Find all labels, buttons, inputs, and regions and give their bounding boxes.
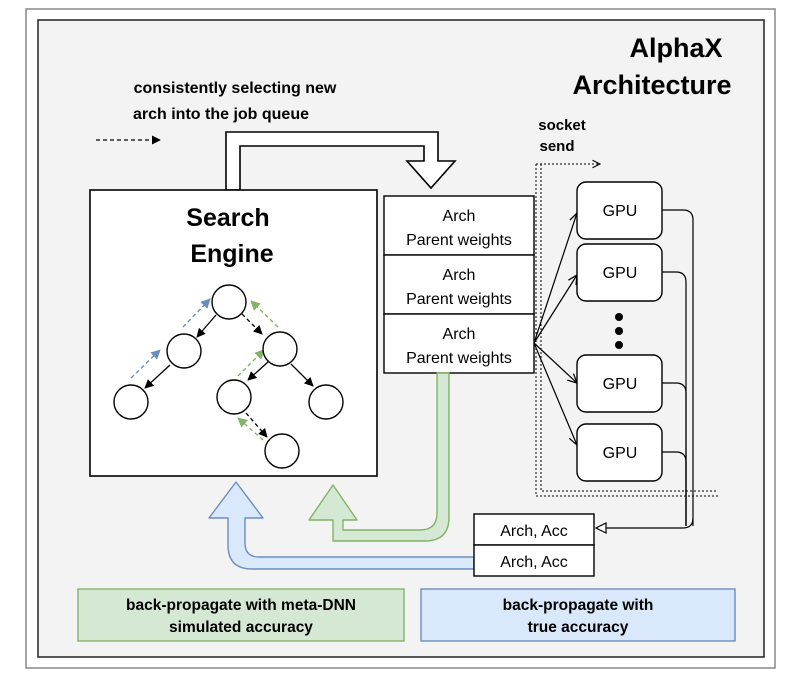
- search-engine-label-1: Search: [186, 204, 269, 232]
- job-queue-item: [383, 195, 535, 256]
- annotation-line-1: consistently selecting new: [134, 80, 337, 97]
- green-backprop-arrow: [250, 300, 279, 328]
- job-queue-arch-label: Arch: [443, 267, 476, 284]
- search-engine-label-2: Engine: [190, 240, 273, 268]
- title-line-2: Architecture: [572, 70, 731, 100]
- result-arrow: [596, 517, 694, 528]
- dispatch-arrow: [533, 342, 577, 445]
- tree-node: [264, 433, 300, 469]
- return-line: [662, 209, 694, 526]
- green-feedback-arrow: [308, 372, 450, 542]
- return-line: [662, 271, 687, 526]
- tree-edge: [144, 364, 171, 389]
- gpu-label: GPU: [603, 445, 638, 462]
- green-backprop-arrow: [237, 417, 264, 441]
- tree-node: [262, 331, 298, 367]
- legend-blue-box: [420, 588, 736, 642]
- job-queue-weights-label: Parent weights: [406, 350, 512, 367]
- job-queue-arch-label: Arch: [443, 326, 476, 343]
- ellipsis-dot: [615, 327, 623, 335]
- gpu-label: GPU: [603, 265, 638, 282]
- search-tree: [113, 284, 344, 469]
- socket-boundary: [535, 164, 718, 497]
- green-backprop-arrow: [237, 349, 265, 377]
- socket-label-2: send: [539, 138, 574, 155]
- search-engine-box: [89, 189, 378, 477]
- gpu-label: GPU: [603, 203, 638, 220]
- tree-node: [166, 333, 202, 369]
- ellipsis-dot: [615, 341, 623, 349]
- ellipsis-dot: [615, 313, 623, 321]
- result-box: [473, 544, 595, 577]
- dispatch-arrows: [533, 213, 577, 445]
- job-queue-weights-label: Parent weights: [406, 291, 512, 308]
- legend-blue-line-1: back-propagate with: [503, 597, 654, 614]
- selection-hollow-arrow: [225, 131, 457, 191]
- legend-green-line-2: simulated accuracy: [169, 619, 313, 636]
- tree-node: [113, 384, 149, 420]
- legend-green-box: [77, 588, 405, 642]
- tree-edge: [290, 363, 314, 387]
- result-label: Arch, Acc: [500, 523, 568, 540]
- return-line: [662, 451, 687, 526]
- tree-node: [308, 384, 344, 420]
- tree-node: [211, 284, 247, 320]
- title-line-1: AlphaX: [629, 33, 722, 63]
- tree-edge: [247, 361, 269, 381]
- job-queue-item: [383, 254, 535, 315]
- tree-node: [216, 379, 252, 415]
- result-box: [473, 513, 595, 546]
- dispatch-arrow: [533, 342, 577, 383]
- return-lines: [596, 209, 694, 528]
- job-queue-item: [383, 313, 535, 374]
- tree-edge: [196, 314, 217, 338]
- tree-edge: [245, 412, 268, 438]
- socket-boundary: [540, 164, 718, 492]
- legend-green-line-1: back-propagate with meta-DNN: [126, 597, 356, 614]
- gpu-pool: GPU GPU GPU GPU: [576, 181, 663, 482]
- job-queue-arch-label: Arch: [443, 208, 476, 225]
- socket-label-1: socket: [538, 117, 586, 134]
- dispatch-arrow: [533, 275, 577, 344]
- annotation-line-2: arch into the job queue: [133, 106, 309, 123]
- result-label: Arch, Acc: [500, 554, 568, 571]
- legend-blue-line-2: true accuracy: [528, 619, 629, 636]
- blue-feedback-arrow: [208, 481, 475, 570]
- gpu-label: GPU: [603, 376, 638, 393]
- tree-edge: [241, 313, 263, 335]
- job-queue: Arch Parent weights Arch Parent weights …: [383, 195, 535, 374]
- dispatch-arrow: [533, 213, 577, 344]
- job-queue-weights-label: Parent weights: [406, 232, 512, 249]
- return-line: [662, 382, 687, 526]
